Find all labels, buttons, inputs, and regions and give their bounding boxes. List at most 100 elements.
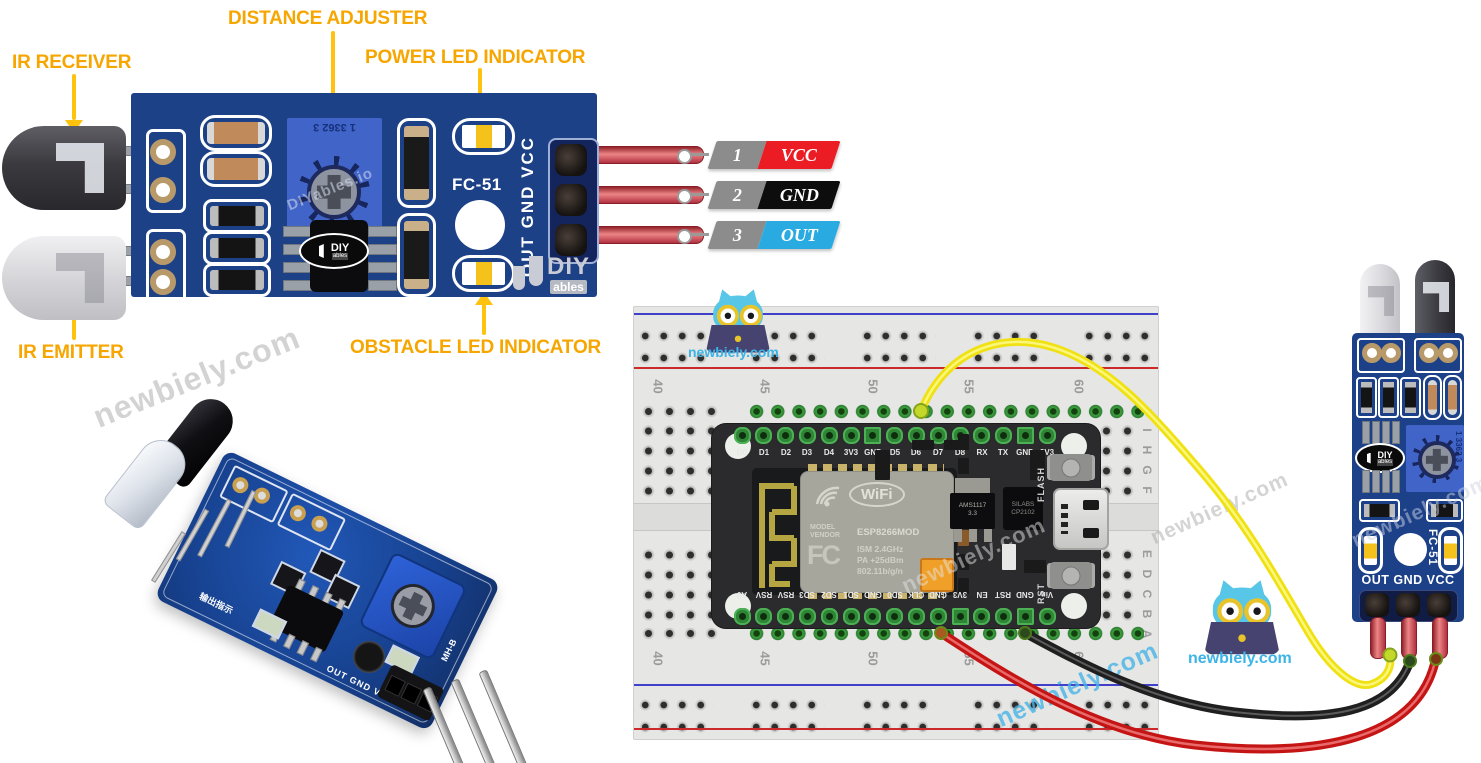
pin-label: 3V3 [843,448,859,457]
column-number: 45 [757,379,773,394]
label-power-led-indicator: POWER LED INDICATOR [365,47,586,68]
power-rail-red-line [634,728,1158,730]
receiver-pad-2 [150,177,176,203]
pin-pad-rst [995,608,1012,625]
ic-leg [1362,470,1370,493]
pin-flag-gnd: 2 GND [707,181,841,209]
header-pin-vcc [555,144,587,176]
pin-pad-sd0 [886,608,903,625]
power-rail-holes [636,321,714,365]
pin-pad-sd2 [821,608,838,625]
smd [958,434,969,450]
diyables-logo: DIY ables [513,253,591,294]
smd-component [203,263,271,297]
mounting-hole [1394,533,1427,566]
ir-sensor-module-breadboard: DIY ables 1 3362 3 FC-51 OUT GND VCC [1352,258,1466,659]
pin-terminal-line [691,233,709,236]
pin-label: D2 [780,448,792,457]
ic-leg [368,280,397,291]
column-number: 60 [1071,379,1087,394]
pin-pad-d1 [755,427,772,444]
wifi-antenna [759,483,797,588]
module-pin-vcc [1432,617,1448,659]
pad [1438,343,1458,363]
row-letter: G [1140,465,1154,475]
ic-leg [1392,470,1400,493]
header-pin-gnd [555,184,587,216]
arrow-power-led [478,68,482,102]
distance-adjuster-potentiometer: 1 3362 3 [287,118,382,237]
pin-flag-out: 3 OUT [707,221,841,249]
pin-pad-gnd [864,427,881,444]
pin-number: 1 [732,144,742,165]
pin-pad-3v3 [952,608,969,625]
power-rail-blue-line [634,313,1158,315]
flash-button [1050,454,1092,481]
power-rail-holes [858,321,936,365]
resistor [200,151,272,187]
pin-pad-d0 [734,427,751,444]
ic-leg [1372,470,1380,493]
row-j-holes [638,403,726,420]
label-ir-emitter: IR EMITTER [18,342,124,363]
photo-pin [450,678,506,763]
smd [958,458,969,474]
pad [1362,343,1382,363]
pin-pad-d2 [777,427,794,444]
pin-terminal-line [691,193,709,196]
pin-pad-d3 [799,427,816,444]
pin-label: D5 [889,448,901,457]
pin-pad-3v3 [1039,427,1056,444]
potentiometer-text: 1 3362 3 [1454,431,1463,463]
hole-grid [638,545,726,625]
module-model-text: FC-51 [1426,529,1438,566]
esp8266mod-text: ESP8266MOD [857,527,920,538]
diyables-logo-shape [513,266,525,290]
pin-label: D6 [910,448,922,457]
diyables-logo-shape [529,256,543,286]
photo-pcb: 输出指示 OUT GND VCC MH-B [154,449,501,732]
pin-pad-gnd [864,608,881,625]
pin-pad-en [973,608,990,625]
emitter-pad-1 [150,239,176,265]
emitter-pad-2 [150,269,176,295]
potentiometer-dial [307,165,361,219]
label-ir-receiver: IR RECEIVER [12,52,132,73]
logo-diy-text: DIY [547,253,591,280]
pin-pad-clk [908,608,925,625]
pin-pad-tx [995,427,1012,444]
pin-pad-rsv [777,608,794,625]
pin-pad-rsv [755,608,772,625]
obstacle-led-indicator [452,255,515,292]
emitter-pad-box [146,229,186,305]
logo-ables-text: ables [331,252,349,260]
pin-labels-text: OUT GND VCC [1361,573,1455,587]
ic-leg [368,244,397,255]
smd-component [1356,377,1377,418]
power-led-indicator [1438,527,1463,574]
newbiely-site-text: newbiely.com [1188,650,1292,667]
arrow-ir-emitter [72,312,76,340]
pin-label: D3 [801,448,813,457]
module-pin-out [1370,617,1386,659]
pin-pad-rx [973,427,990,444]
pin-name: GND [779,184,819,205]
power-led-indicator [452,118,515,155]
potentiometer-text: 1 3362 3 [313,121,356,133]
module-model-text: FC-51 [452,175,502,194]
pin-number: 2 [732,184,742,205]
pin-flag-vcc: 1 VCC [707,141,841,169]
ir-receiver-led [2,126,126,210]
row-j-connected-holes [746,403,1144,420]
pin-pad-3v3 [843,427,860,444]
column-number: 40 [650,651,666,666]
receiver-pad-box [146,129,186,213]
column-number: 40 [650,379,666,394]
row-letter: E [1140,549,1154,558]
pin-terminal-circle [677,149,692,164]
logo-diy-text: DIY [330,241,350,254]
pin-pad-sd1 [843,608,860,625]
ic-leg [283,262,312,273]
